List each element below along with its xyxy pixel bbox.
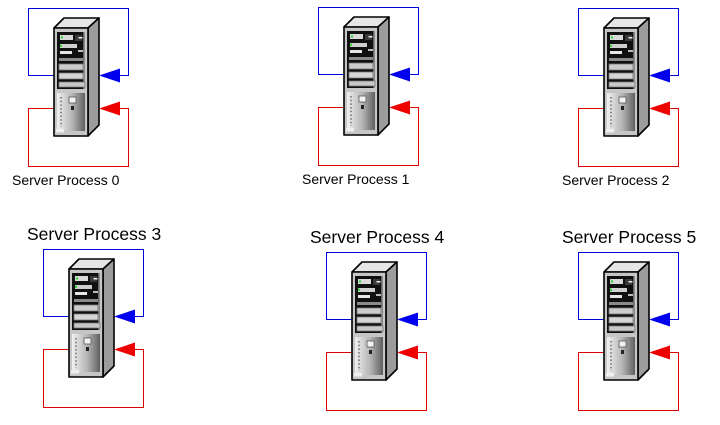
server-unit-graphic[interactable] [44,250,144,408]
node-server-process-5[interactable]: Server Process 5 [562,227,696,415]
node-server-process-3[interactable]: Server Process 3 [27,224,161,412]
server-node-graphic[interactable] [578,252,682,415]
server-node-graphic[interactable] [28,8,132,171]
server-node-graphic[interactable] [43,249,147,412]
node-server-process-2[interactable]: Server Process 2 [562,8,682,188]
server-node-graphic[interactable] [318,7,422,170]
server-unit-graphic[interactable] [579,253,679,411]
server-process-label: Server Process 0 [12,172,120,188]
node-server-process-4[interactable]: Server Process 4 [310,227,444,415]
server-node-graphic[interactable] [326,252,430,415]
server-process-label: Server Process 1 [302,171,410,187]
node-server-process-0[interactable]: Server Process 0 [12,8,132,188]
server-unit-graphic[interactable] [579,9,679,167]
server-process-label: Server Process 4 [310,227,445,247]
server-node-graphic[interactable] [578,8,682,171]
server-unit-graphic[interactable] [319,8,419,166]
server-process-label: Server Process 3 [27,224,162,244]
server-unit-graphic[interactable] [327,253,427,411]
server-process-label: Server Process 2 [562,172,670,188]
node-server-process-1[interactable]: Server Process 1 [302,7,422,187]
server-process-label: Server Process 5 [562,227,697,247]
server-unit-graphic[interactable] [29,9,129,167]
